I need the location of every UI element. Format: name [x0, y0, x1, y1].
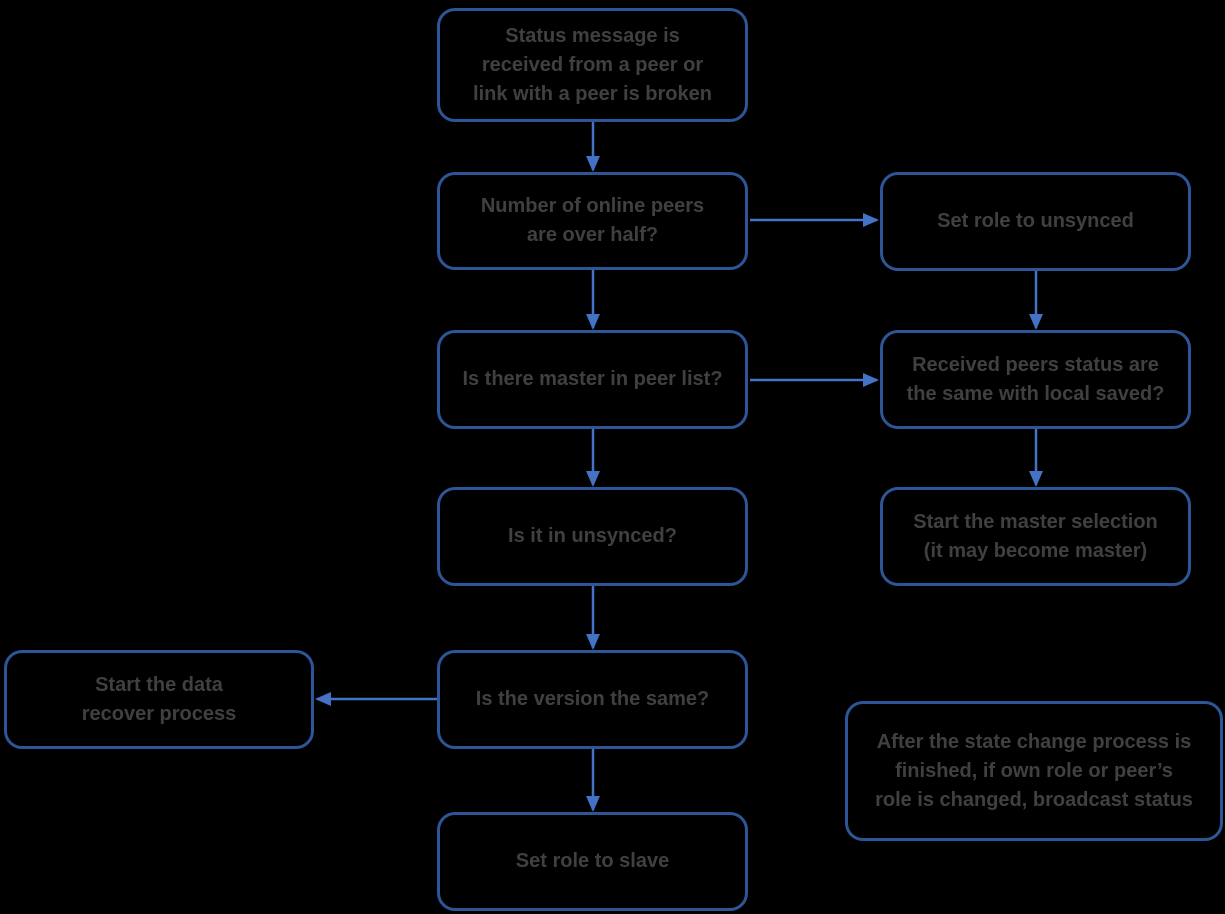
node-broadcast-note: After the state change process is finish…	[845, 701, 1223, 841]
node-line: Set role to slave	[515, 850, 670, 872]
node-is-version-same: Is the version the same?	[437, 650, 748, 749]
node-start-data-recover: Start the data recover process	[4, 650, 314, 749]
node-line: Start the data	[95, 673, 223, 696]
node-is-in-unsynced: Is it in unsynced?	[437, 487, 748, 586]
node-line: Start the master selection	[913, 510, 1158, 533]
node-set-role-slave: Set role to slave	[437, 812, 748, 911]
node-line: Is the version the same?	[475, 688, 710, 710]
node-line: (it may become master)	[923, 539, 1148, 562]
node-line: role is changed, broadcast status	[875, 788, 1193, 811]
node-received-status-same: Received peers status are the same with …	[880, 330, 1191, 429]
node-line: finished, if own role or peer’s	[895, 759, 1173, 782]
node-line: link with a peer is broken	[473, 82, 712, 105]
node-line: Is there master in peer list?	[462, 368, 723, 390]
node-start-master-selection: Start the master selection (it may becom…	[880, 487, 1191, 586]
node-line: Status message is	[505, 24, 680, 47]
node-online-peers-over-half: Number of online peers are over half?	[437, 172, 748, 270]
node-line: the same with local saved?	[906, 382, 1165, 405]
node-master-in-peer-list: Is there master in peer list?	[437, 330, 748, 429]
node-line: Set role to unsynced	[937, 210, 1134, 232]
node-line: Is it in unsynced?	[508, 525, 677, 547]
node-status-received: Status message is received from a peer o…	[437, 8, 748, 122]
node-line: received from a peer or	[481, 53, 704, 76]
node-line: recover process	[81, 702, 237, 725]
node-line: Received peers status are	[912, 353, 1159, 376]
node-line: are over half?	[526, 224, 659, 246]
node-line: After the state change process is	[876, 730, 1192, 753]
node-set-role-unsynced: Set role to unsynced	[880, 172, 1191, 271]
node-line: Number of online peers	[480, 195, 705, 217]
